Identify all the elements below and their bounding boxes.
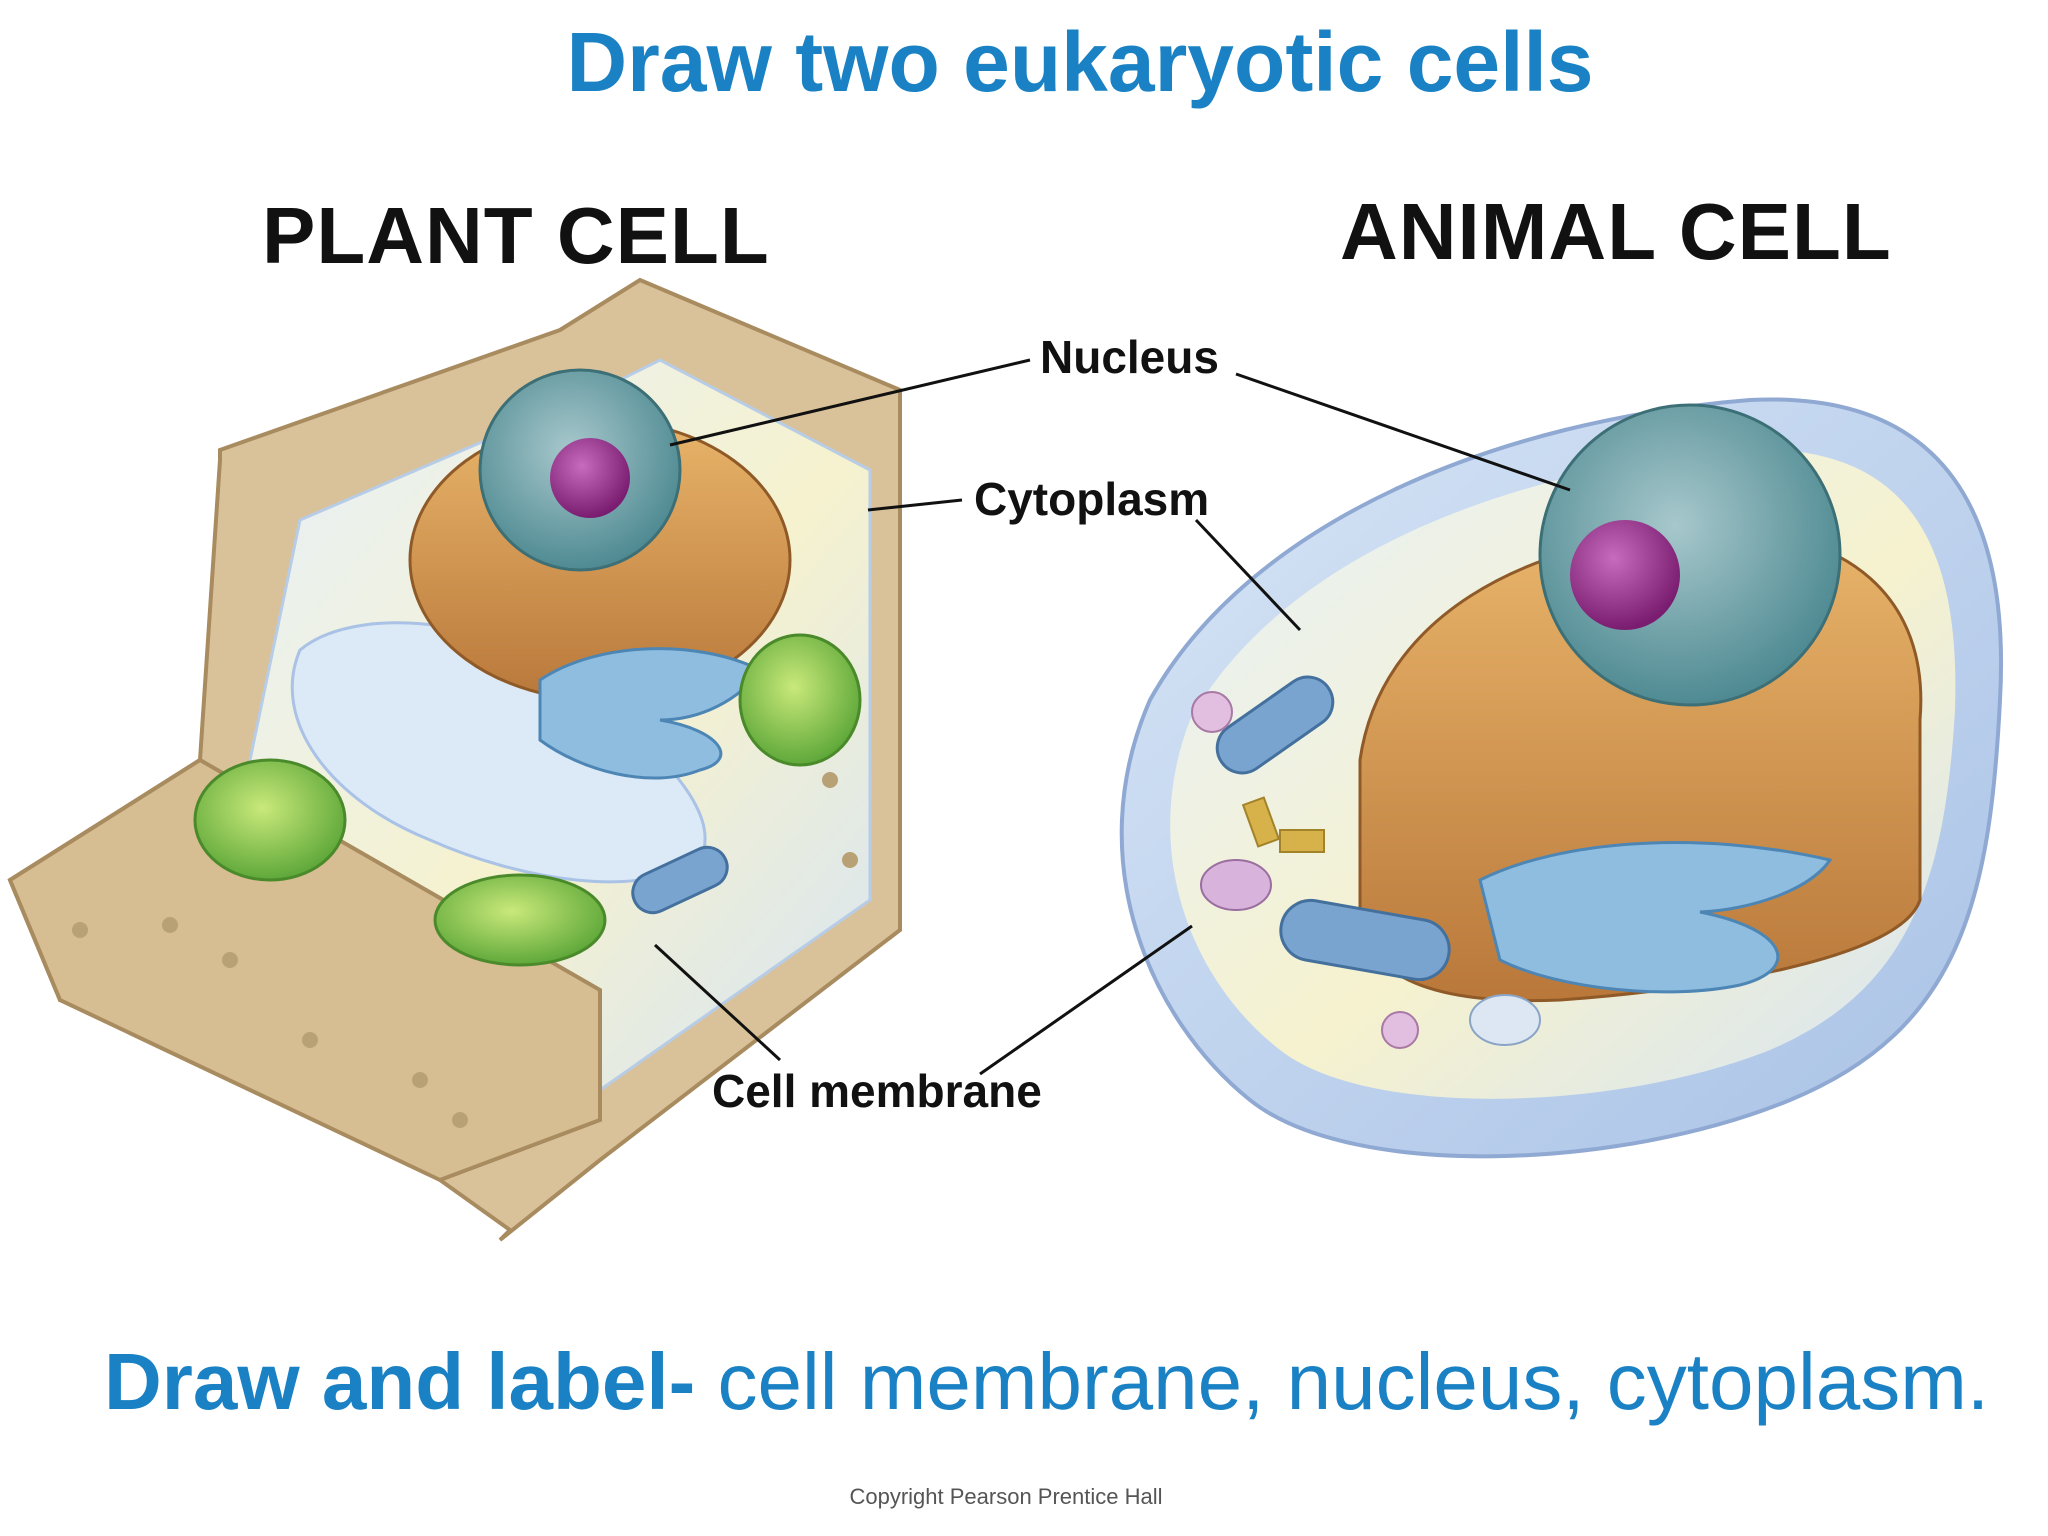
- chloroplast-3: [738, 633, 862, 767]
- vesicle-1: [1200, 859, 1272, 911]
- animal-nucleus: [1538, 403, 1842, 707]
- animal-nucleolus: [1570, 520, 1680, 630]
- plant-golgi: [538, 647, 763, 780]
- nucleus-leader-plant: [669, 358, 1031, 447]
- cell-membrane-label: Cell membrane: [712, 1065, 1042, 1117]
- wall-pits: [72, 772, 858, 1128]
- cytoplasm-label: Cytoplasm: [974, 473, 1210, 525]
- cytoplasm-leader-animal: [1194, 518, 1302, 632]
- nucleus-leader-animal: [1235, 372, 1571, 492]
- leader-lines: [653, 358, 1571, 1076]
- membrane-leader-animal: [979, 924, 1193, 1076]
- vesicle-2: [1469, 994, 1541, 1046]
- membrane-leader-plant: [653, 943, 782, 1062]
- instruction-rest: cell membrane, nucleus, cytoplasm.: [695, 1337, 1990, 1426]
- instruction-bold: Draw and label-: [104, 1337, 696, 1426]
- lysosome-1: [1191, 691, 1233, 733]
- instruction-text: Draw and label- cell membrane, nucleus, …: [104, 1336, 1989, 1428]
- nucleus-label: Nucleus: [1040, 331, 1219, 383]
- lysosome-2: [1381, 1011, 1419, 1049]
- animal-cell: [1119, 397, 2003, 1159]
- plant-wall-front: [7, 757, 602, 1183]
- cytoplasm-leader-plant: [867, 498, 963, 512]
- page-title: Draw two eukaryotic cells: [566, 15, 1594, 109]
- animal-golgi: [1478, 841, 1833, 994]
- animal-mitochondrion-1: [1215, 675, 1335, 775]
- plant-cell: [7, 277, 902, 1242]
- animal-cell-title: ANIMAL CELL: [1340, 187, 1892, 276]
- chloroplast-2: [433, 873, 607, 967]
- animal-mitochondrion-2: [1279, 898, 1451, 982]
- plant-nucleolus: [550, 438, 630, 518]
- plant-cell-title: PLANT CELL: [262, 191, 770, 280]
- chloroplast-1: [193, 758, 347, 882]
- plant-mitochondrion: [631, 845, 729, 915]
- copyright-text: Copyright Pearson Prentice Hall: [849, 1484, 1163, 1509]
- centriole-2: [1279, 829, 1325, 853]
- centriole-1: [1241, 796, 1281, 848]
